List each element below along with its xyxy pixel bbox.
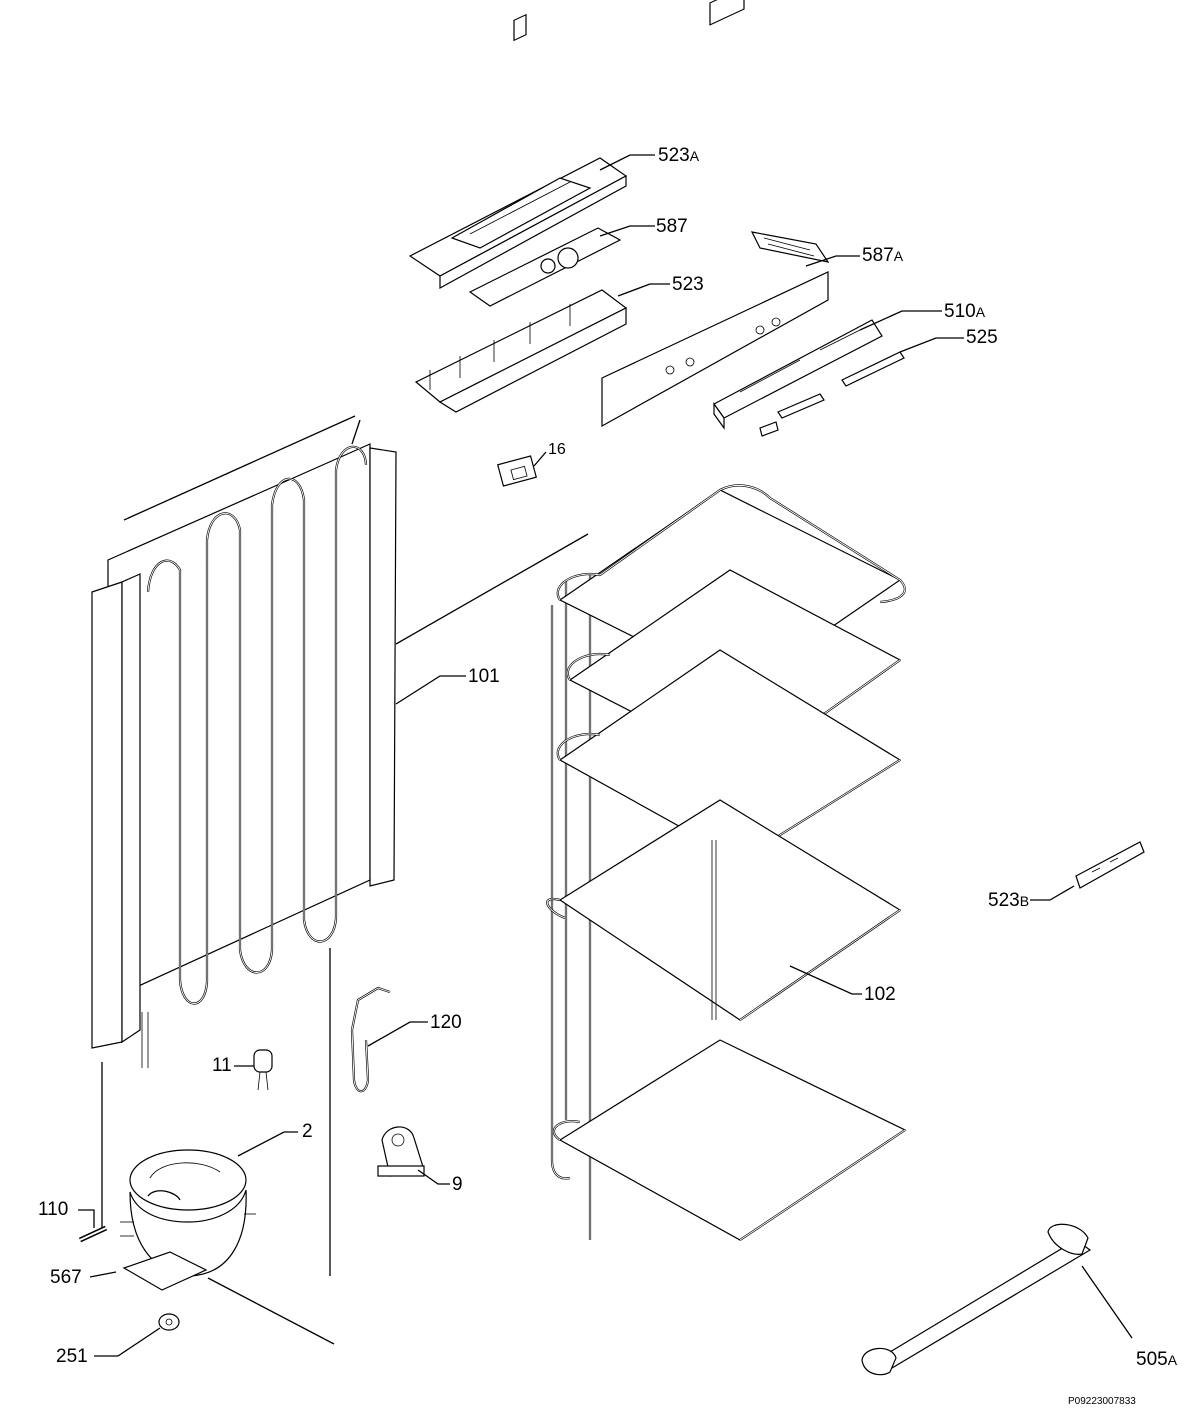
callout-523: 523 [672, 274, 704, 295]
thermostat-part-9 [377, 1126, 425, 1177]
callout-525: 525 [966, 327, 998, 348]
callout-120: 120 [430, 1012, 462, 1033]
hinge-part-523b [1075, 841, 1145, 889]
callout-523a: 523A [658, 145, 700, 166]
callout-505a: 505A [1136, 1349, 1178, 1370]
condenser-coils [146, 445, 368, 1005]
housing-part-523 [414, 289, 628, 413]
leader-lines [78, 154, 1133, 1357]
switch-part-16 [496, 455, 538, 487]
relay-part-11 [253, 1049, 273, 1091]
callout-102: 102 [864, 984, 896, 1005]
cover-part-523a [408, 157, 628, 290]
callout-101: 101 [468, 666, 500, 687]
pcb-part-587 [468, 13, 622, 307]
compressor-part-2 [120, 1149, 256, 1291]
callout-9: 9 [452, 1174, 463, 1195]
callout-11: 11 [212, 1055, 232, 1076]
callout-110: 110 [38, 1199, 69, 1220]
pipe-part-110 [78, 1225, 108, 1243]
panel-part-587a [601, 0, 830, 428]
callout-510a: 510A [944, 301, 986, 322]
buttons-part-525 [759, 351, 905, 437]
evaporator-part-102 [546, 484, 907, 1241]
callout-587: 587 [656, 216, 688, 237]
callout-523b: 523B [988, 890, 1030, 911]
evaporator-shelf [546, 799, 902, 1021]
sensor-part-120 [350, 986, 391, 1093]
callout-587a: 587A [862, 245, 904, 266]
callout-567: 567 [50, 1267, 82, 1288]
document-id: P09223007833 [1068, 1396, 1136, 1407]
evaporator-shelf [552, 1039, 907, 1241]
callout-251: 251 [56, 1346, 88, 1367]
callout-16: 16 [548, 441, 566, 458]
callout-2: 2 [302, 1121, 313, 1142]
condenser-part-101 [91, 415, 397, 1068]
nut-part-251 [158, 1313, 180, 1331]
handle-part-505a [861, 1223, 1092, 1376]
bracket-part-510a [713, 319, 883, 430]
